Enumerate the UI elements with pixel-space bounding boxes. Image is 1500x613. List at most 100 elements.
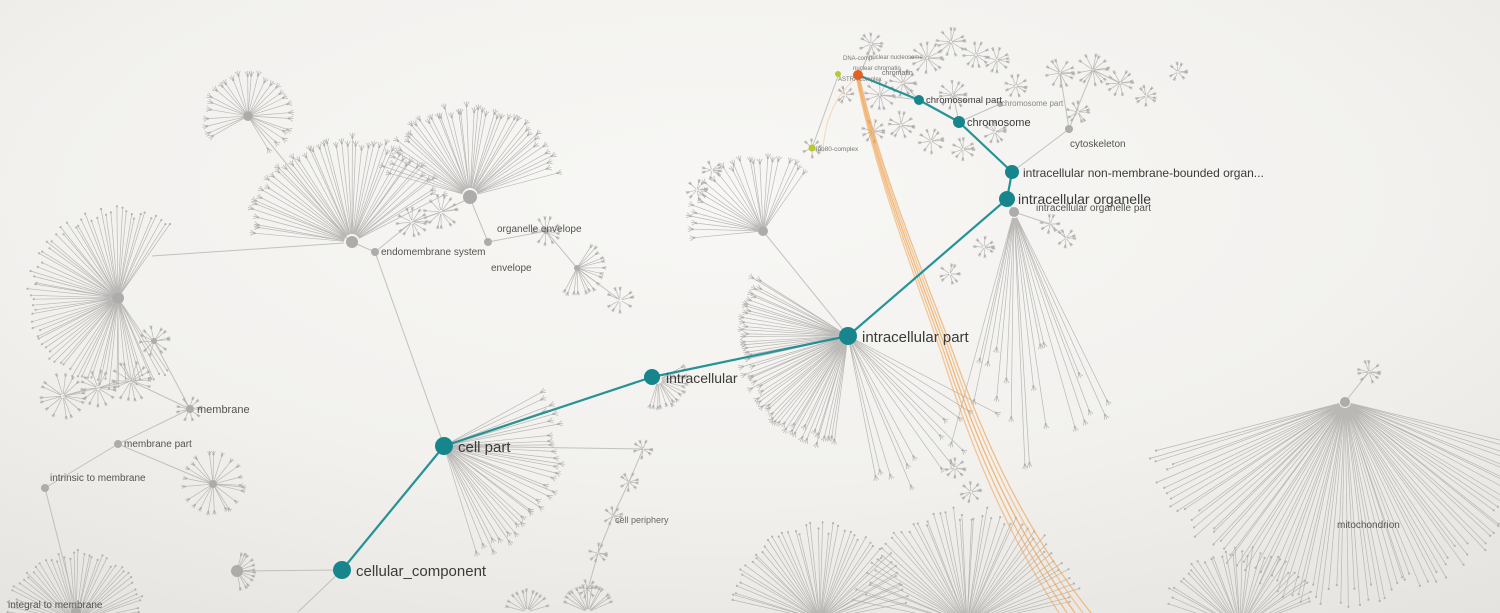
go-edge [597, 515, 614, 554]
go-term-cluster [247, 132, 449, 242]
go-edge [411, 211, 442, 223]
go-term-node[interactable] [346, 236, 358, 248]
go-node-cell-part[interactable] [435, 437, 453, 455]
go-label-chromosomal-part[interactable]: chromosomal part [926, 95, 1002, 106]
go-term-label[interactable]: DNA-compl [843, 56, 874, 62]
go-term-cluster [802, 138, 823, 159]
go-node-chromosomal-part[interactable] [914, 95, 924, 105]
highlight-path-edge [443, 375, 653, 448]
go-term-cluster [983, 120, 1007, 144]
go-term-cluster [935, 27, 967, 57]
go-edge [545, 230, 578, 269]
go-term-label[interactable]: cell periphery [615, 515, 669, 525]
go-term-node[interactable] [758, 226, 768, 236]
go-label-cellular-component[interactable]: cellular_component [356, 563, 487, 580]
go-edge [1059, 72, 1070, 130]
go-term-label[interactable]: intracellular organelle part [1036, 203, 1151, 214]
go-term-cluster [1356, 359, 1382, 384]
go-term-cluster [909, 41, 945, 75]
go-node-complex-node[interactable] [835, 71, 841, 77]
go-term-node[interactable] [209, 480, 217, 488]
go-term-cluster [1105, 70, 1135, 97]
go-term-node[interactable] [1340, 397, 1350, 407]
orange-flow-edge [858, 77, 1092, 613]
go-term-node[interactable] [151, 338, 157, 344]
go-term-node[interactable] [463, 190, 477, 204]
go-node-ino80-complex-node[interactable] [808, 144, 816, 152]
go-term-label[interactable]: intrinsic to membrane [50, 473, 146, 484]
go-term-node[interactable] [484, 238, 492, 246]
go-label-intracellular-non-membrane-bounded-organelle[interactable]: intracellular non-membrane-bounded organ… [1023, 166, 1264, 180]
go-edge [811, 75, 839, 149]
go-term-label[interactable]: membrane [197, 404, 250, 416]
go-term-label[interactable]: nuclear chromatin [853, 66, 901, 72]
go-term-label[interactable]: chromatin [882, 70, 913, 77]
go-term-cluster [606, 286, 635, 314]
go-term-label[interactable]: envelope [491, 263, 532, 274]
go-term-cluster [530, 216, 562, 246]
go-term-cluster [731, 521, 909, 613]
go-edge [1344, 371, 1370, 403]
go-edge [44, 487, 77, 611]
go-term-label[interactable]: ASTRA complex [838, 77, 882, 83]
go-term-node[interactable] [186, 405, 194, 413]
go-term-node[interactable] [71, 607, 81, 613]
go-term-node[interactable] [1009, 207, 1019, 217]
go-term-node[interactable] [114, 440, 122, 448]
go-term-label[interactable]: endomembrane system [381, 247, 486, 258]
go-term-cluster [26, 205, 172, 390]
go-term-cluster [864, 79, 897, 111]
go-term-cluster [6, 548, 144, 613]
go-label-intracellular-organelle[interactable]: intracellular organelle [1018, 191, 1151, 207]
go-node-intracellular-part[interactable] [839, 327, 857, 345]
go-term-label[interactable]: membrane part [124, 439, 192, 450]
orange-flow-edge [856, 77, 1068, 613]
go-term-cluster [578, 579, 599, 599]
go-edge [44, 443, 119, 489]
go-term-label[interactable]: nuclear nucleosome [869, 55, 923, 61]
go-node-intracellular[interactable] [644, 369, 660, 385]
go-term-label[interactable]: mitochondrion [1337, 520, 1400, 531]
go-term-cluster [917, 128, 945, 155]
go-term-label[interactable]: organelle envelope [497, 224, 582, 235]
go-term-node[interactable] [574, 265, 580, 271]
go-term-cluster [1169, 61, 1189, 82]
go-term-node[interactable] [543, 228, 549, 234]
go-term-label[interactable]: cytoskeleton [1070, 139, 1126, 150]
go-node-cellular-component[interactable] [333, 561, 351, 579]
go-node-intracellular-non-membrane-bounded-organelle[interactable] [1005, 165, 1019, 179]
go-term-cluster [379, 101, 563, 195]
go-term-cluster [685, 179, 709, 202]
go-term-node[interactable] [41, 484, 49, 492]
go-edge [97, 380, 132, 389]
go-term-label[interactable]: integral to membrane [8, 600, 103, 611]
go-term-label[interactable]: ino80-complex [816, 146, 859, 153]
go-edge [762, 230, 849, 337]
go-label-cell-part[interactable]: cell part [458, 439, 511, 456]
go-node-intracellular-organelle[interactable] [999, 191, 1015, 207]
go-term-cluster [887, 110, 916, 139]
go-edge [374, 221, 413, 253]
go-term-node[interactable] [231, 565, 243, 577]
go-label-intracellular-part[interactable]: intracellular part [862, 329, 970, 346]
go-edge [1011, 128, 1070, 173]
go-term-node[interactable] [997, 101, 1003, 107]
go-edge [247, 115, 349, 241]
go-term-node[interactable] [112, 292, 124, 304]
highlight-path-layer [341, 73, 1014, 571]
go-term-cluster [861, 119, 886, 144]
go-edge [879, 94, 920, 101]
go-edge [859, 45, 873, 75]
go-label-intracellular[interactable]: intracellular [666, 370, 738, 386]
go-node-nucleosome-hub[interactable] [853, 70, 863, 80]
go-term-node[interactable] [243, 111, 253, 121]
go-term-node[interactable] [371, 248, 379, 256]
go-term-node[interactable] [1065, 125, 1073, 133]
go-term-label[interactable]: chromosome part [1001, 99, 1064, 108]
go-node-chromosome[interactable] [953, 116, 965, 128]
go-term-cluster [1039, 213, 1061, 235]
go-label-chromosome[interactable]: chromosome [967, 117, 1031, 129]
go-term-cluster [237, 552, 257, 591]
